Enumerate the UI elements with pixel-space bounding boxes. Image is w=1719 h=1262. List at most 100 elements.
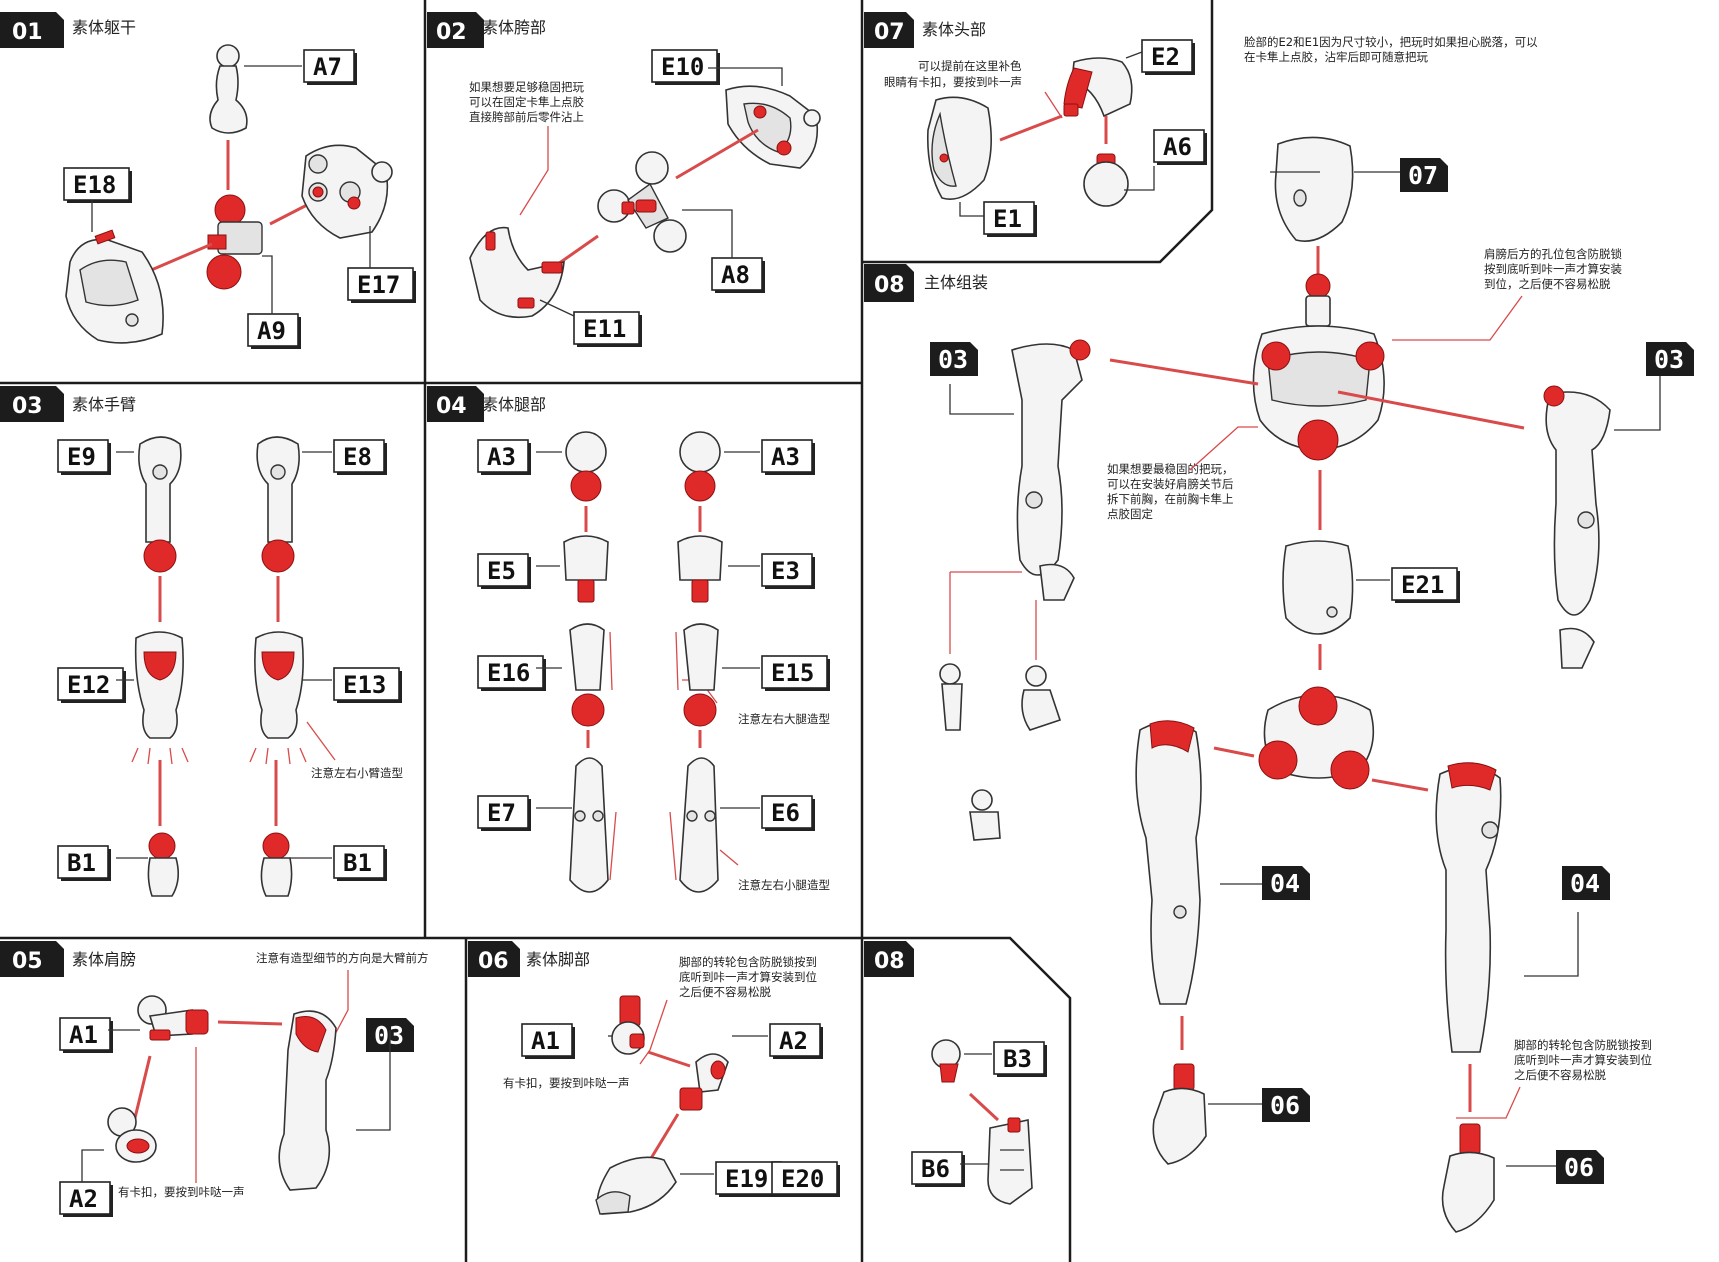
svg-text:A6: A6 xyxy=(1163,133,1192,161)
assembly-pelvis xyxy=(1258,686,1375,790)
assembly-arm-left xyxy=(1011,339,1091,601)
note-step04-thigh: 注意左右大腿造型 xyxy=(738,712,830,726)
part-label-e9: E9 xyxy=(57,439,111,475)
part-label-e16: E16 xyxy=(477,655,546,691)
assembly-e21 xyxy=(1282,540,1354,635)
part-e10 xyxy=(725,85,821,169)
step-header-07: 07 素体头部 xyxy=(864,12,986,48)
assembly-arm-right xyxy=(1543,385,1611,669)
svg-text:如果想要足够稳固把玩: 如果想要足够稳固把玩 xyxy=(469,80,584,94)
svg-text:素体脚部: 素体脚部 xyxy=(526,950,590,969)
svg-text:A7: A7 xyxy=(313,53,342,81)
part-label-b3: B3 xyxy=(993,1041,1047,1077)
step-header-08-main: 08 主体组装 xyxy=(864,264,988,302)
part-label-a3: A3 xyxy=(761,439,815,475)
part-label-a9: A9 xyxy=(247,313,301,349)
leg-left xyxy=(563,431,617,893)
note-step08-foot: 脚部的转轮包含防脱锁按到 底听到咔一声才算安装到位 之后便不容易松脱 xyxy=(1514,1038,1652,1082)
svg-text:素体躯干: 素体躯干 xyxy=(72,18,136,37)
svg-text:A3: A3 xyxy=(487,443,516,471)
svg-text:E20: E20 xyxy=(781,1165,824,1193)
step-ref-04: 04 xyxy=(1262,866,1310,900)
step02-diagram xyxy=(469,85,821,319)
svg-text:E17: E17 xyxy=(357,271,400,299)
note-step04-shin: 注意左右小腿造型 xyxy=(738,878,830,892)
note-step06-wheel: 脚部的转轮包含防脱锁按到 底听到咔一声才算安装到位 之后便不容易松脱 xyxy=(679,955,817,999)
part-label-e18: E18 xyxy=(63,167,132,203)
svg-text:肩膀后方的孔位包含防脱锁: 肩膀后方的孔位包含防脱锁 xyxy=(1484,247,1622,261)
svg-text:脚部的转轮包含防脱锁按到: 脚部的转轮包含防脱锁按到 xyxy=(679,955,817,969)
note-step03: 注意左右小臂造型 xyxy=(311,766,403,780)
svg-text:眼睛有卡扣，要按到咔一声: 眼睛有卡扣，要按到咔一声 xyxy=(884,75,1022,89)
part-a8 xyxy=(597,151,687,253)
leg-right xyxy=(669,431,723,893)
part-label-e8: E8 xyxy=(333,439,387,475)
svg-text:B6: B6 xyxy=(921,1155,950,1183)
svg-text:素体肩膀: 素体肩膀 xyxy=(72,950,136,969)
arm-right xyxy=(254,436,304,897)
part-a7 xyxy=(209,44,248,134)
part-label-e20: E20 xyxy=(771,1161,840,1197)
panel-dividers xyxy=(0,0,1214,1262)
part-label-e13: E13 xyxy=(333,667,402,703)
step08-main-diagram xyxy=(939,136,1611,1233)
part-label-e10: E10 xyxy=(651,49,720,85)
svg-text:A8: A8 xyxy=(721,261,750,289)
part-label-a7: A7 xyxy=(303,49,357,85)
part-a1-shoulder xyxy=(137,995,209,1041)
part-label-e17: E17 xyxy=(347,267,416,303)
step-header-04: 04 素体腿部 xyxy=(427,386,546,422)
svg-text:点胶固定: 点胶固定 xyxy=(1107,507,1153,521)
svg-text:02: 02 xyxy=(436,20,467,45)
svg-text:E8: E8 xyxy=(343,443,372,471)
note-step07-a: 可以提前在这里补色 眼睛有卡扣，要按到咔一声 xyxy=(884,59,1022,89)
assembly-chest xyxy=(1252,273,1385,461)
assembly-head xyxy=(1274,136,1354,242)
step-ref-03: 03 xyxy=(930,342,978,376)
assembly-leg-right xyxy=(1435,762,1502,1053)
part-a2-shoulder xyxy=(107,1107,157,1163)
step08-sub-diagram xyxy=(931,1039,1033,1205)
part-e1 xyxy=(926,96,992,200)
part-label-b6: B6 xyxy=(911,1151,965,1187)
step-ref-03: 03 xyxy=(1646,342,1694,376)
part-a1-foot xyxy=(611,995,645,1055)
step-ref-06: 06 xyxy=(1556,1150,1604,1184)
svg-text:E19: E19 xyxy=(725,1165,768,1193)
part-label-e3: E3 xyxy=(761,553,815,589)
part-label-e12: E12 xyxy=(57,667,126,703)
part-b6 xyxy=(987,1117,1033,1205)
svg-text:E7: E7 xyxy=(487,799,516,827)
assembly-foot-right xyxy=(1441,1123,1495,1233)
svg-text:03: 03 xyxy=(374,1021,404,1050)
assembly-foot-left xyxy=(1152,1063,1207,1165)
step07-diagram xyxy=(926,57,1133,207)
step-header-02: 02 素体胯部 xyxy=(427,12,546,48)
svg-text:E15: E15 xyxy=(771,659,814,687)
svg-text:E9: E9 xyxy=(67,443,96,471)
label-leaders xyxy=(81,51,1661,1182)
part-label-e5: E5 xyxy=(477,553,531,589)
svg-text:E18: E18 xyxy=(73,171,116,199)
svg-text:E2: E2 xyxy=(1151,43,1180,71)
svg-text:之后便不容易松脱: 之后便不容易松脱 xyxy=(1514,1068,1606,1082)
part-label-e2: E2 xyxy=(1141,39,1195,75)
svg-text:E6: E6 xyxy=(771,799,800,827)
part-label-a2: A2 xyxy=(769,1023,823,1059)
svg-text:E3: E3 xyxy=(771,557,800,585)
note-step05-direction: 注意有造型细节的方向是大臂前方 xyxy=(256,951,429,965)
svg-text:07: 07 xyxy=(874,20,905,45)
svg-text:脸部的E2和E1因为尺寸较小，把玩时如果担心脱落，可以: 脸部的E2和E1因为尺寸较小，把玩时如果担心脱落，可以 xyxy=(1244,35,1538,49)
part-e17 xyxy=(301,144,393,239)
part-label-a1: A1 xyxy=(521,1023,575,1059)
svg-text:可以在安装好肩膀关节后: 可以在安装好肩膀关节后 xyxy=(1107,477,1234,491)
part-label-b1: B1 xyxy=(57,845,111,881)
svg-text:素体手臂: 素体手臂 xyxy=(72,395,136,414)
svg-text:06: 06 xyxy=(478,949,509,974)
svg-text:E12: E12 xyxy=(67,671,110,699)
svg-text:B3: B3 xyxy=(1003,1045,1032,1073)
step-header-08-sub: 08 xyxy=(864,941,914,977)
svg-text:E1: E1 xyxy=(993,205,1022,233)
svg-text:E16: E16 xyxy=(487,659,530,687)
step-ref-04: 04 xyxy=(1562,866,1610,900)
